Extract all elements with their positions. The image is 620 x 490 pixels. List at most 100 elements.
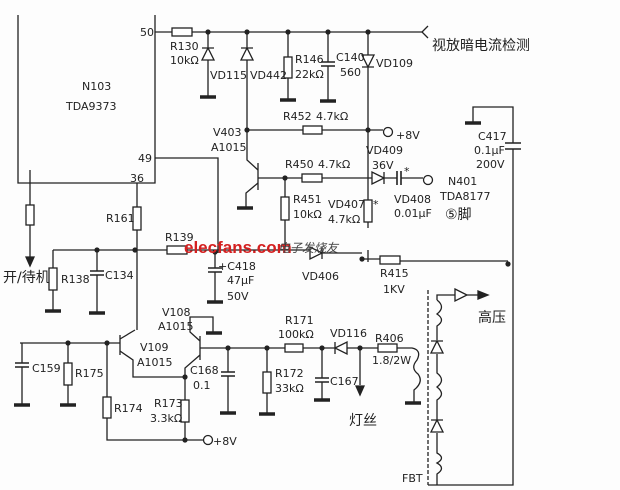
c417-value: 0.1μF <box>474 144 505 157</box>
c417-ref: C417 <box>478 130 507 143</box>
vd109-ref: VD109 <box>376 57 413 70</box>
watermark-site: elecfans.com <box>184 238 292 257</box>
wire <box>428 106 514 486</box>
resistor <box>102 396 112 419</box>
ic-part: TDA9373 <box>65 100 117 113</box>
resistor <box>283 56 293 79</box>
v403-ref: V403 <box>213 126 242 139</box>
r406-ref: R406 <box>375 332 404 345</box>
r450-ref: R450 <box>285 158 314 171</box>
ic-name: N103 <box>82 80 111 93</box>
c418-value: 47μF <box>227 274 254 287</box>
r139-ref: R139 <box>165 231 194 244</box>
power-standby-label: 开/待机 <box>3 270 50 286</box>
wire <box>362 258 508 262</box>
v403-value: A1015 <box>211 141 247 154</box>
r138-ref: R138 <box>61 273 90 286</box>
r173-value: 3.3kΩ <box>150 412 182 425</box>
r130-ref: R130 <box>170 40 199 53</box>
fbt-label: FBT <box>402 472 423 485</box>
high-voltage-label: 高压 <box>478 309 506 326</box>
resistor <box>25 204 35 226</box>
r452-value: 4.7kΩ <box>316 110 348 123</box>
c418-voltage: 50V <box>227 290 249 303</box>
junction-dot <box>505 261 511 267</box>
capacitor <box>396 171 402 185</box>
wire <box>245 130 259 208</box>
resistor <box>63 362 73 386</box>
diode-icon <box>371 170 386 186</box>
ic-n103: N103 TDA9373 50 49 36 <box>65 26 154 185</box>
capacitor <box>221 371 235 377</box>
n401-value: TDA8177 <box>439 190 491 203</box>
resistor <box>180 399 190 423</box>
plus8v-label-top: +8V <box>396 129 420 142</box>
resistor <box>379 255 401 265</box>
terminal-icon <box>202 434 214 446</box>
plus8v-label-bottom: +8V <box>213 435 237 448</box>
resistor <box>301 173 323 183</box>
r406-value: 1.8/2W <box>372 354 411 367</box>
diode-icon <box>429 339 445 354</box>
capacitor <box>208 267 222 273</box>
resistor <box>280 196 290 221</box>
r172-ref: R172 <box>275 367 304 380</box>
c167-ref: C167 <box>330 375 359 388</box>
diode-icon <box>239 46 255 61</box>
resistor <box>262 371 272 394</box>
r130-value: 10kΩ <box>170 54 199 67</box>
diode-icon <box>429 418 445 433</box>
diode-icon <box>309 245 324 261</box>
resistor <box>171 27 193 37</box>
c168-ref: C168 <box>190 364 219 377</box>
wire <box>184 354 201 377</box>
junction-dot <box>365 127 371 133</box>
wire <box>436 294 478 300</box>
vd407-ref: VD407 <box>328 198 365 211</box>
junction-dot <box>132 247 138 253</box>
r146-value: 22kΩ <box>295 68 324 81</box>
vd406-ref: VD406 <box>302 270 339 283</box>
wire <box>435 299 443 485</box>
n401-ref: N401 <box>448 175 477 188</box>
vd409-value: 36V <box>372 159 394 172</box>
r146-ref: R146 <box>295 53 324 66</box>
arrow-down-icon <box>354 385 366 397</box>
arrow-down-icon <box>24 256 36 268</box>
resistor <box>284 343 304 353</box>
c168-value: 0.1 <box>193 379 211 392</box>
pin-50: 50 <box>140 26 154 39</box>
diode-icon <box>454 287 469 303</box>
vd408-value: 0.01μF <box>394 207 432 220</box>
capacitor <box>505 142 521 150</box>
schematic-drawing: ** <box>14 15 521 486</box>
v109-value: A1015 <box>137 356 173 369</box>
wire <box>106 343 203 441</box>
r451-value: 10kΩ <box>293 208 322 221</box>
diode-icon <box>333 340 348 356</box>
c418-ref: +C418 <box>218 260 256 273</box>
r174-ref: R174 <box>114 402 143 415</box>
r415-ref: R415 <box>380 267 409 280</box>
vd116-ref: VD116 <box>330 327 367 340</box>
capacitor <box>90 270 104 276</box>
filament-label: 灯丝 <box>349 413 377 429</box>
vd407-value: 4.7kΩ <box>328 213 360 226</box>
v109-ref: V109 <box>140 341 169 354</box>
vd408-ref: VD408 <box>394 193 431 206</box>
diode-icon <box>200 46 216 61</box>
v108-ref: V108 <box>162 306 191 319</box>
c134-ref: C134 <box>105 269 134 282</box>
resistor <box>363 199 373 223</box>
r171-value: 100kΩ <box>278 328 314 341</box>
vd409-ref: VD409 <box>366 144 403 157</box>
watermark: elecfans.com 电子发烧友 <box>184 238 340 257</box>
r172-value: 33kΩ <box>275 382 304 395</box>
wire <box>189 316 214 342</box>
diode-icon <box>360 54 376 69</box>
vd442-ref: VD442 <box>250 69 287 82</box>
pin-49: 49 <box>138 152 152 165</box>
r161-ref: R161 <box>106 212 135 225</box>
terminal-icon <box>422 174 434 186</box>
